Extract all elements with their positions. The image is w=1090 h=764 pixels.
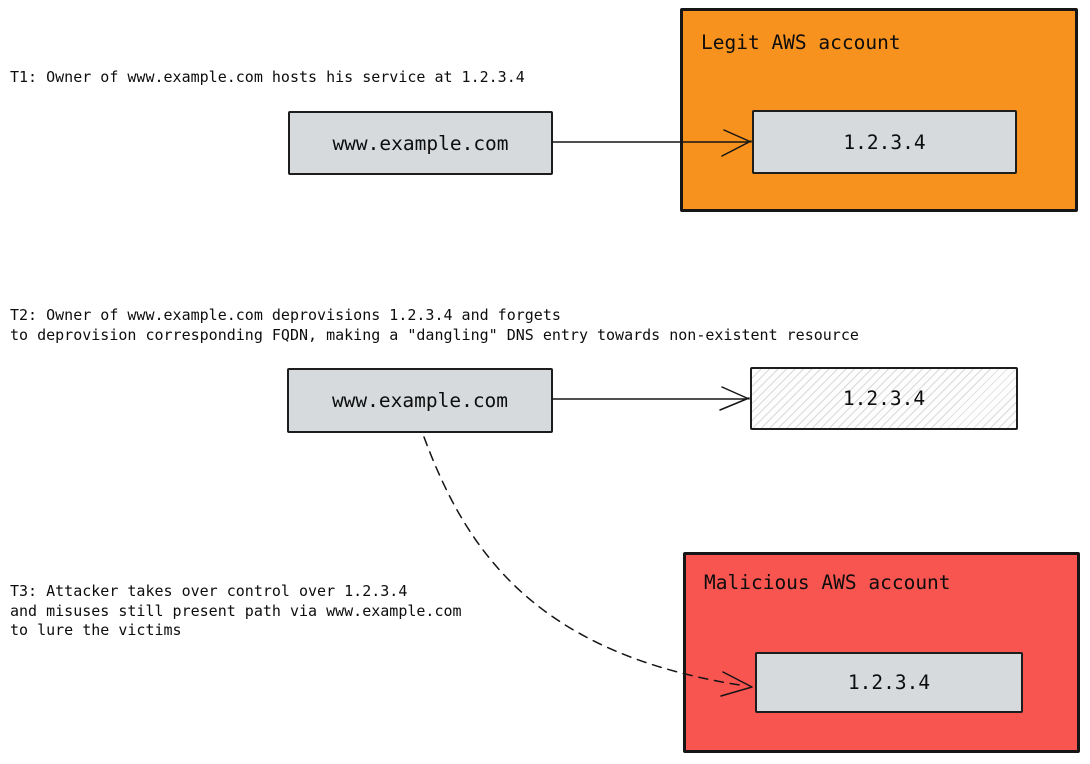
t2-arrow-head bbox=[719, 386, 750, 411]
t2-target-node-label: 1.2.3.4 bbox=[842, 387, 926, 410]
t2-caption-line: to deprovision corresponding FQDN, makin… bbox=[10, 325, 859, 344]
legit-aws-account-title: Legit AWS account bbox=[701, 31, 901, 54]
t2-source-node: www.example.com bbox=[287, 368, 553, 433]
t1-source-node-label: www.example.com bbox=[332, 131, 509, 155]
t2-target-node-deprovisioned: 1.2.3.4 bbox=[750, 367, 1018, 430]
t3-target-node-label: 1.2.3.4 bbox=[847, 671, 931, 694]
t2-caption: T2: Owner of www.example.com deprovision… bbox=[10, 306, 859, 345]
t1-source-node: www.example.com bbox=[288, 111, 553, 175]
t2-source-node-label: www.example.com bbox=[331, 389, 509, 412]
t1-target-node: 1.2.3.4 bbox=[752, 110, 1017, 174]
t3-caption: T3: Attacker takes over control over 1.2… bbox=[10, 582, 462, 641]
t2-caption-line: T2: Owner of www.example.com deprovision… bbox=[10, 306, 561, 324]
t1-caption-line: T1: Owner of www.example.com hosts his s… bbox=[10, 68, 525, 86]
t1-target-node-label: 1.2.3.4 bbox=[843, 130, 926, 154]
malicious-aws-account-title: Malicious AWS account bbox=[704, 571, 951, 594]
t3-caption-line: and misuses still present path via www.e… bbox=[10, 601, 462, 620]
t3-target-node: 1.2.3.4 bbox=[755, 652, 1023, 713]
t3-caption-line: to lure the victims bbox=[10, 621, 182, 639]
t3-caption-line: T3: Attacker takes over control over 1.2… bbox=[10, 582, 408, 600]
t1-caption: T1: Owner of www.example.com hosts his s… bbox=[10, 68, 525, 88]
